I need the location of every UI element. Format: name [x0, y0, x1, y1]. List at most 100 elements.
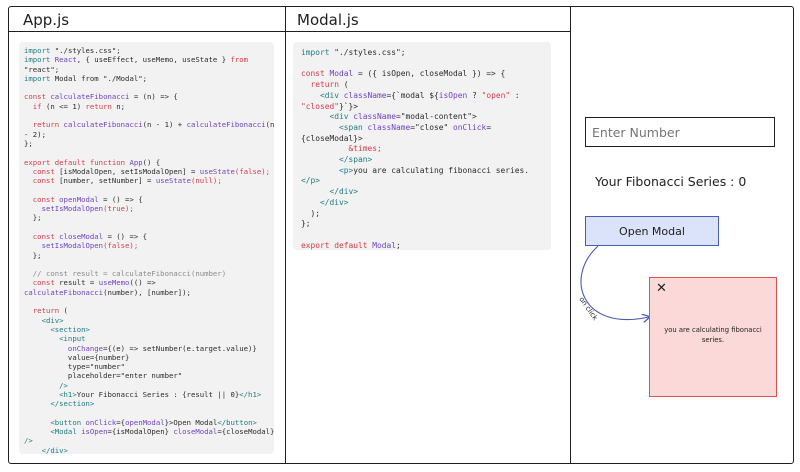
- code-line: import "./styles.css";: [301, 48, 543, 59]
- code-token: };: [24, 138, 33, 148]
- code-token: type="number": [24, 362, 126, 372]
- code-line: setIsModalOpen(true);: [24, 204, 269, 213]
- code-token: closeModal: [173, 427, 218, 437]
- code-token: className: [367, 122, 411, 132]
- code-line: return (: [24, 306, 269, 315]
- code-line: value={number}: [24, 353, 269, 362]
- code-token: onChange: [24, 343, 104, 353]
- code-token: import: [24, 73, 55, 83]
- code-token: = () => {: [103, 231, 148, 241]
- code-token: export default: [301, 240, 373, 250]
- code-line: const calculateFibonacci = (n) => {: [24, 92, 269, 101]
- code-token: <div>: [24, 315, 64, 325]
- code-line: <section>: [24, 325, 269, 334]
- code-token: openModal: [125, 417, 165, 427]
- code-line: <p>you are calculating fibonacci series.: [301, 166, 543, 177]
- code-token: [number, setNumber] =: [59, 176, 156, 186]
- code-line: ​: [24, 223, 269, 232]
- code-token: ={`modal ${: [386, 90, 439, 100]
- code-line: </div>: [301, 187, 543, 198]
- code-token: };: [301, 219, 311, 229]
- modal-js-code-block: import "./styles.css";​const Modal = ({ …: [293, 42, 551, 250]
- code-line: };: [24, 213, 269, 222]
- code-token: (false);: [103, 241, 139, 251]
- code-token: (n - 1) +: [142, 120, 187, 130]
- code-line: </p>: [301, 176, 543, 187]
- code-line: - 2);: [24, 130, 269, 139]
- code-token: (n: [265, 120, 274, 130]
- code-token: [isModalOpen, setIsModalOpen] =: [59, 166, 200, 176]
- code-line: };: [24, 139, 269, 148]
- code-token: }>Open Modal: [164, 417, 218, 427]
- code-line: <div>: [24, 316, 269, 325]
- code-line: </div>: [301, 198, 543, 209]
- modal-message: you are calculating fibonacci series.: [664, 326, 762, 344]
- code-line: placeholder="enter number": [24, 371, 269, 380]
- code-line: </section>: [24, 399, 269, 408]
- code-line: <button onClick={openModal}>Open Modal</…: [24, 418, 269, 427]
- code-token: "./styles.css";: [54, 46, 121, 55]
- code-token: ={closeModal}: [217, 427, 274, 437]
- code-line: const closeModal = () => {: [24, 232, 269, 241]
- code-line: const result = useMemo(() =>: [24, 278, 269, 287]
- code-line: };: [301, 219, 543, 230]
- code-token: openModal: [59, 194, 99, 204]
- open-modal-button[interactable]: Open Modal: [585, 216, 719, 246]
- app-js-title: App.js: [23, 11, 70, 29]
- enter-number-input[interactable]: [585, 117, 775, 147]
- code-line: return (: [301, 80, 543, 91]
- code-token: </div>: [24, 445, 68, 454]
- code-token: import: [24, 55, 55, 65]
- code-line: {closeModal}>: [301, 134, 543, 145]
- modal-preview: ✕ you are calculating fibonacci series.: [649, 277, 777, 397]
- code-line: ​: [24, 185, 269, 194]
- code-token: React: [54, 55, 77, 65]
- code-token: "./styles.css";: [334, 48, 406, 57]
- code-token: () {: [142, 157, 161, 167]
- code-token: return: [301, 80, 344, 90]
- code-token: (: [63, 306, 68, 316]
- code-token: setIsModalOpen: [24, 204, 104, 214]
- code-token: </span>: [301, 155, 373, 165]
- code-token: = () => {: [98, 194, 143, 204]
- code-token: ?: [467, 90, 482, 100]
- code-token: &times;: [301, 144, 382, 154]
- code-token: if: [24, 101, 46, 111]
- code-token: Your Fibonacci Series : {result || 0}: [76, 389, 240, 399]
- code-line: <h1>Your Fibonacci Series : {result || 0…: [24, 390, 269, 399]
- code-token: (null);: [190, 176, 222, 186]
- panel-divider-app-modal: [285, 7, 286, 463]
- code-token: ={(e) => setNumber(e.target.value)}: [103, 343, 257, 353]
- close-icon[interactable]: ✕: [656, 281, 667, 296]
- code-token: import: [24, 46, 55, 55]
- code-line: setIsModalOpen(false);: [24, 241, 269, 250]
- code-token: ="close": [410, 122, 454, 132]
- code-line: const [isModalOpen, setIsModalOpen] = us…: [24, 166, 271, 176]
- code-line: ​: [301, 59, 543, 70]
- code-line: ​: [24, 111, 269, 120]
- code-token: {closeModal}>: [301, 133, 363, 143]
- code-token: placeholder="enter number": [24, 371, 183, 381]
- diagram-canvas: App.js Modal.js import "./styles.css";im…: [8, 6, 794, 464]
- code-token: = ({ isOpen, closeModal }) => {: [353, 69, 506, 79]
- code-line: "react";: [24, 65, 269, 74]
- code-token: import: [301, 48, 335, 57]
- code-token: useState: [155, 176, 191, 186]
- code-token: you are calculating fibonacci series.: [353, 165, 530, 175]
- code-token: className: [343, 90, 387, 100]
- code-token: <span: [301, 122, 368, 132]
- code-token: />: [24, 436, 33, 446]
- code-token: "./Modal";: [103, 73, 148, 83]
- code-line: ​: [301, 230, 543, 241]
- code-token: onClick: [85, 417, 117, 427]
- code-line: const [number, setNumber] = useState(nul…: [24, 176, 269, 185]
- code-token: "closed": [301, 101, 340, 111]
- code-line: ​: [24, 297, 269, 306]
- code-token: return: [24, 306, 64, 316]
- code-token: (false);: [234, 166, 271, 176]
- code-token: // const result = calculateFibonacci(num…: [24, 269, 227, 279]
- code-line: ​: [24, 148, 269, 157]
- code-token: from: [230, 55, 249, 65]
- code-token: calculateFibonacci: [186, 120, 266, 130]
- code-token: App: [129, 157, 143, 167]
